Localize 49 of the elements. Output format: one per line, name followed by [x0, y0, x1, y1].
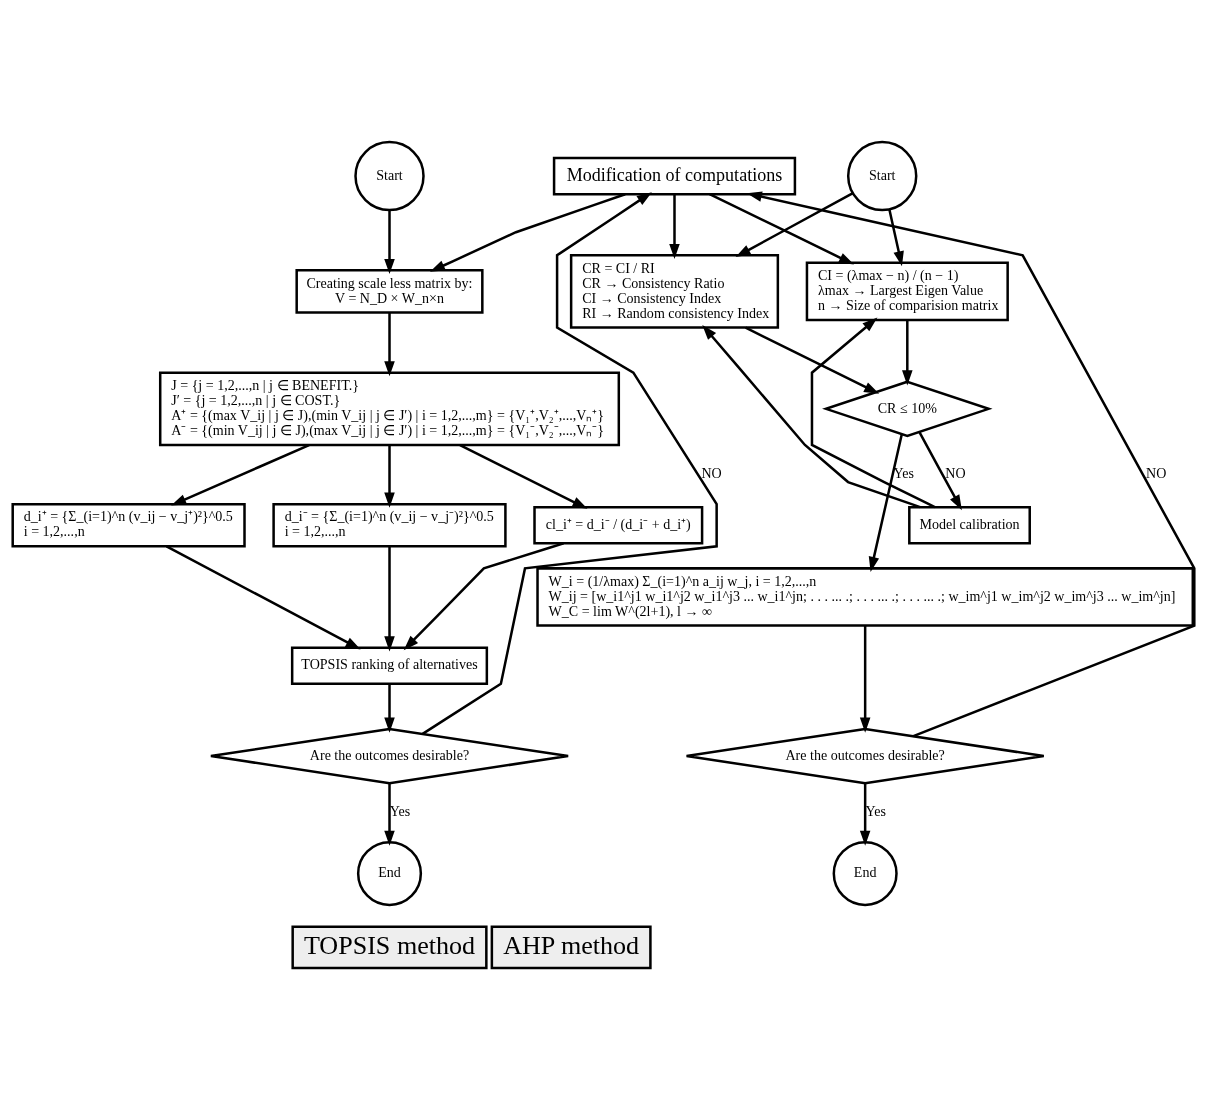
arrow: [384, 312, 395, 377]
arrow: [429, 193, 626, 272]
edge-label: Yes: [865, 803, 886, 820]
node-circle: Start: [354, 140, 425, 212]
arrow: [384, 783, 395, 846]
node-circle: End: [832, 840, 898, 907]
node-circle: Start: [846, 140, 918, 212]
node-box: TOPSIS ranking of alternatives: [290, 646, 489, 686]
arrow: [859, 625, 871, 733]
node-box: Creating scale less matrix by: V = N_D × W_n×n: [295, 269, 484, 314]
node-box: J = {j = 1,2,...,n | j ∈ BENEFIT.} J′ = {j = 1,2,...,n | j ∈ COST.} A⁺ = {(max V_ij | j ∈ J),(min V_ij | j ∈ J′) | i = 1,2,...,m} = {V₁⁺,V₂⁺,...,Vₙ⁺} A⁻ = {(min V_ij | j ∈ J),(max V_ij | j ∈ J′) | i = 1,2,...,m} = {V₁⁻,V₂⁻,...,Vₙ⁻}: [158, 371, 621, 447]
arrow: [421, 192, 718, 735]
arrow: [859, 783, 871, 846]
node-diamond: Are the outcomes desirable?: [209, 727, 570, 785]
arrow: [384, 210, 395, 275]
node-diamond: Are the outcomes desirable?: [685, 727, 1046, 785]
arrow: [384, 445, 395, 508]
node-box: CR = CI / RI CR → Consistency Ratio CI → Consistency Index RI → Random consistency Index: [569, 254, 780, 329]
node-circle: End: [356, 840, 423, 907]
node-box: d_i⁺ = {Σ_(i=1)^n (v_ij − v_j⁺)²}^0.5 i = 1,2,...,n: [11, 502, 246, 548]
node-box: Modification of computations: [552, 156, 797, 196]
node-box: TOPSIS method: [291, 925, 488, 970]
arrow: [918, 431, 962, 511]
edge-label: NO: [1146, 465, 1167, 482]
arrow: [868, 433, 903, 572]
arrow: [403, 542, 564, 651]
arrow: [384, 684, 395, 733]
node-box: cl_i⁺ = d_i⁻ / (d_i⁻ + d_i⁺): [533, 505, 704, 545]
arrow: [171, 443, 310, 506]
arrow: [746, 191, 1196, 738]
arrow: [810, 317, 936, 509]
node-box: d_i⁻ = {Σ_(i=1)^n (v_ij − v_j⁻)²}^0.5 i = 1,2,...,n: [272, 502, 507, 548]
arrow: [709, 193, 855, 265]
edge-label: Yes: [893, 465, 914, 482]
node-box: Model calibration: [908, 505, 1031, 545]
arrow: [745, 326, 880, 394]
node-box: W_i = (1/λmax) Σ_(i=1)^n a_ij w_j, i = 1,2,...,n W_ij = [w_i1^j1 w_i1^j2 w_i1^j3 ... w_i1^jn; . . . ... .; . . . ... .; . . . ... .; w_im^j1 w_im^j2 w_im^j3 ... w_im^jn] W_C = lim W^(2l+1), l → ∞: [536, 567, 1195, 627]
arrow: [384, 546, 395, 652]
arrow: [702, 324, 921, 509]
arrow: [888, 209, 904, 267]
arrow: [902, 320, 913, 386]
arrow: [165, 545, 361, 650]
arrow: [669, 194, 680, 259]
edge-label: NO: [701, 465, 722, 482]
edge-label: NO: [945, 465, 966, 482]
node-box: AHP method: [490, 925, 652, 970]
arrow: [735, 192, 854, 258]
arrow: [459, 443, 588, 509]
node-box: CI = (λmax − n) / (n − 1) λmax → Largest Eigen Value n → Size of comparision matrix: [805, 261, 1009, 322]
